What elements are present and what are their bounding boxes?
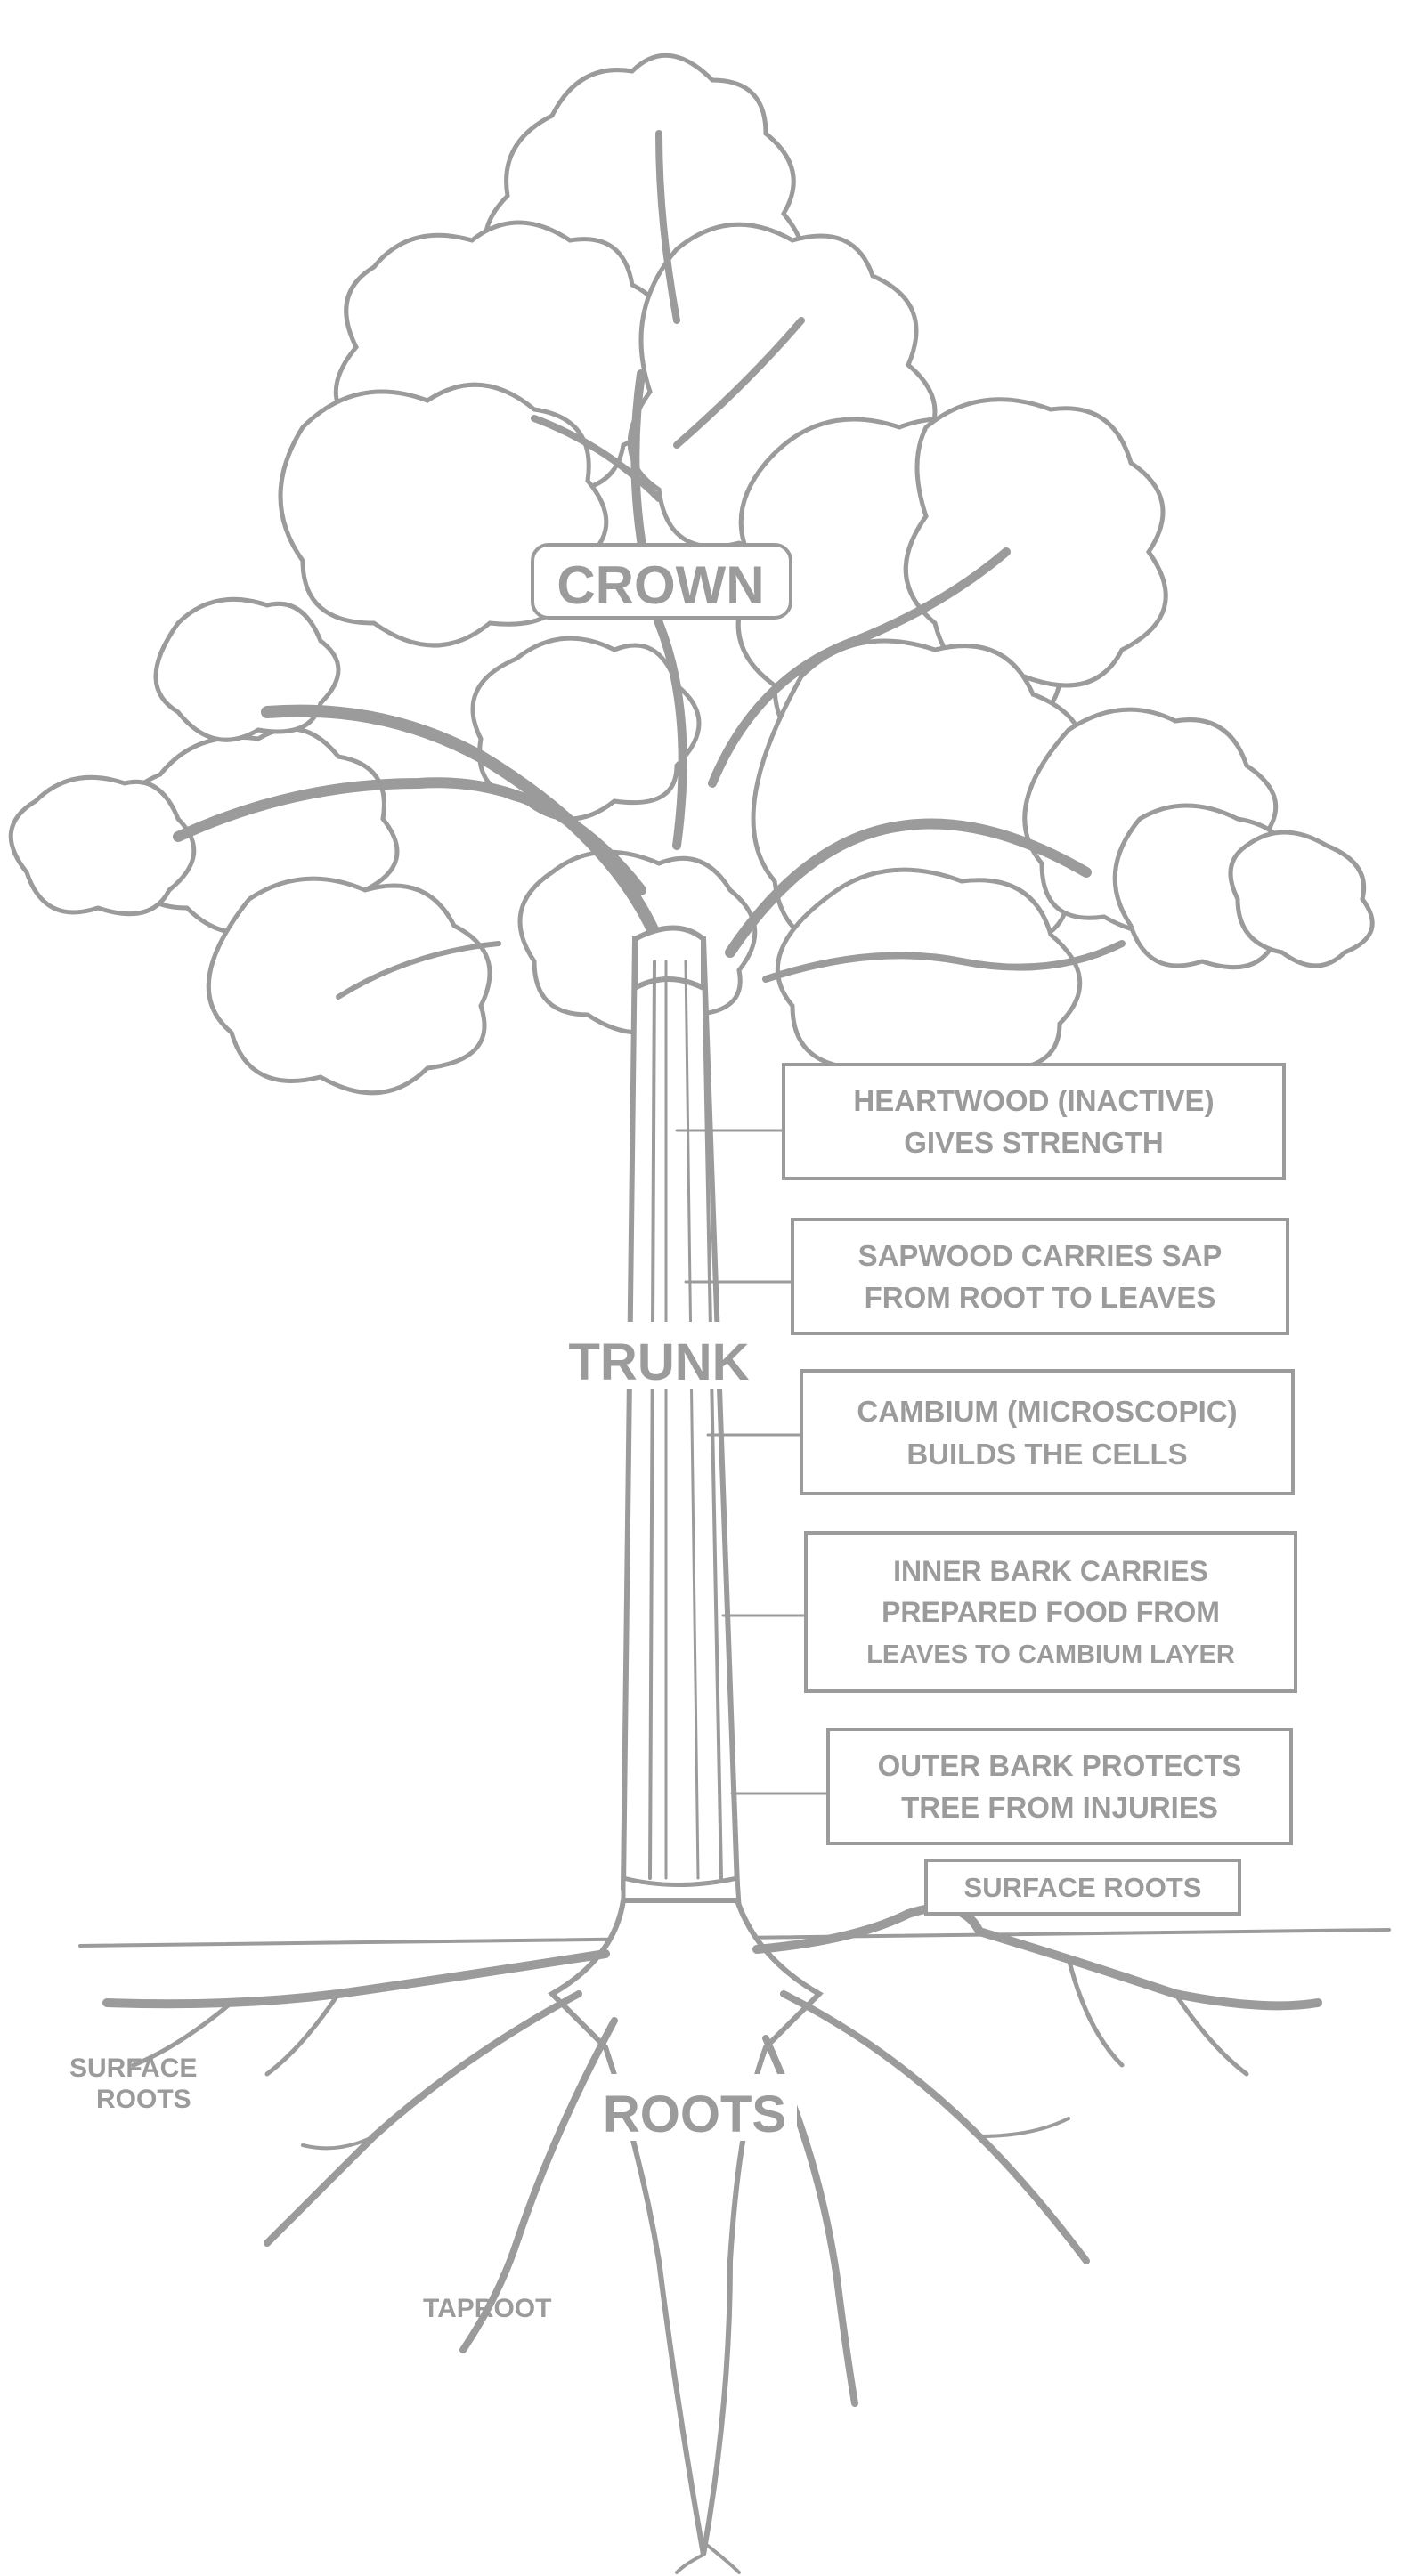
callout-cambium: CAMBIUM (MICROSCOPIC) BUILDS THE CELLS [800,1369,1295,1495]
callout-inner-bark-line3: LEAVES TO CAMBIUM LAYER [866,1640,1235,1669]
tree-trunk [620,925,742,1912]
surface-roots-left-line2: ROOTS [96,2085,191,2114]
tree-branches [173,130,1126,1000]
trunk-label-group: TRUNK [556,1322,762,1391]
surface-roots-right-callout: SURFACE ROOTS [924,1859,1241,1916]
crown-label-group: CROWN [531,543,792,620]
callout-inner-bark-line1: INNER BARK CARRIES [893,1555,1208,1587]
callout-sapwood: SAPWOOD CARRIES SAP FROM ROOT TO LEAVES [791,1218,1289,1335]
callout-sapwood-line1: SAPWOOD CARRIES SAP [858,1239,1223,1272]
callout-outer-bark-line1: OUTER BARK PROTECTS [878,1749,1242,1782]
callout-heartwood-line2: GIVES STRENGTH [904,1126,1164,1159]
callout-inner-bark-line2: PREPARED FOOD FROM [882,1596,1220,1628]
surface-roots-right-label: SURFACE ROOTS [964,1872,1202,1903]
roots-label: ROOTS [603,2086,786,2143]
callout-inner-bark: INNER BARK CARRIES PREPARED FOOD FROM LE… [804,1531,1297,1693]
roots-label-group: ROOTS [592,2074,797,2143]
callout-sapwood-line2: FROM ROOT TO LEAVES [865,1281,1216,1314]
surface-roots-left-line1: SURFACE [69,2054,197,2083]
callout-heartwood-line1: HEARTWOOD (INACTIVE) [853,1084,1214,1117]
tree-roots [102,1898,1322,2574]
callout-heartwood: HEARTWOOD (INACTIVE) GIVES STRENGTH [782,1063,1286,1180]
callout-cambium-line1: CAMBIUM (MICROSCOPIC) [857,1395,1237,1428]
callout-outer-bark-line2: TREE FROM INJURIES [901,1791,1218,1824]
trunk-label: TRUNK [569,1333,750,1391]
crown-label: CROWN [557,555,764,615]
callout-outer-bark: OUTER BARK PROTECTS TREE FROM INJURIES [826,1728,1293,1845]
taproot-label: TAPROOT [423,2294,551,2323]
callout-cambium-line2: BUILDS THE CELLS [906,1438,1187,1470]
callout-leaders [675,1129,830,1795]
